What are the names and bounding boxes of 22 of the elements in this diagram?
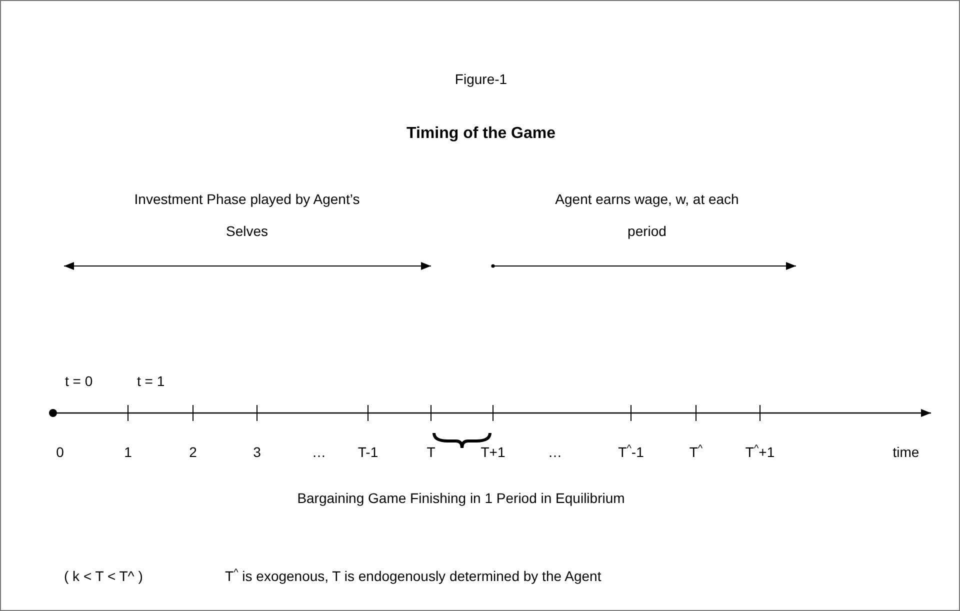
time-index-label: t = 0 (65, 373, 93, 389)
tick-label: 0 (56, 444, 64, 460)
tick-label: T$^{^}$-1 (618, 444, 644, 460)
tick-label: T (426, 444, 436, 460)
tick-label: … (312, 444, 326, 460)
phase-label: Agent earns wage, w, at each period (554, 190, 740, 241)
tick-label: T$^{^}$+1 (745, 444, 775, 460)
phase-label: Investment Phase played by Agent’s Selves (133, 190, 361, 241)
time-index-label: t = 1 (137, 373, 165, 389)
note-text: T$^{^}$ is exogenous, T is endogenously determined by the Agent (225, 568, 602, 584)
axis-label: time (892, 444, 920, 460)
tick-label: 1 (124, 444, 132, 460)
figure-number: Figure-1 (454, 71, 508, 87)
tick-label: T-1 (358, 444, 378, 460)
tick-label: T$^{^}$ (689, 444, 703, 460)
tick-label: … (548, 444, 562, 460)
diagram-title: Timing of the Game (406, 126, 556, 142)
tick-label: 3 (253, 444, 261, 460)
note-text: ( k < T < T^ ) (64, 568, 143, 584)
tick-label: T+1 (480, 444, 506, 460)
brace-label: Bargaining Game Finishing in 1 Period in Equilibrium (297, 490, 625, 506)
tick-label: 2 (189, 444, 197, 460)
